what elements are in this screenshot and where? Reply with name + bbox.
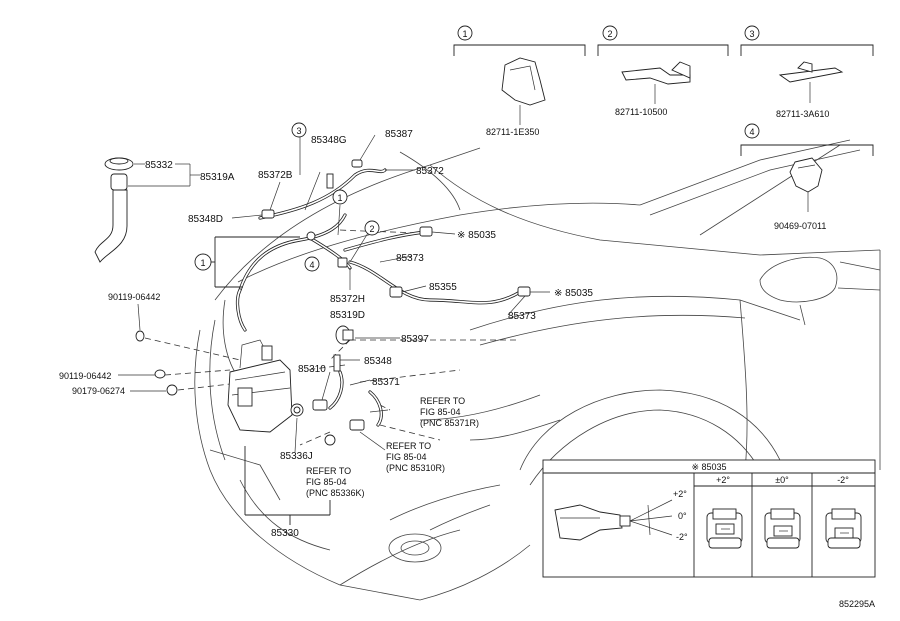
callout-number: 1: [462, 29, 467, 39]
callout-number: 3: [296, 126, 301, 136]
part-label-85373-bottom: 85373: [508, 311, 536, 322]
clip-part-number: 82711-1E350: [486, 127, 539, 137]
svg-text:REFER TO: REFER TO: [386, 441, 431, 451]
part-label-85372H: 85372H: [330, 294, 365, 305]
part-label-85371: 85371: [372, 377, 400, 388]
clip-panel-1: 1 82711-1E350: [453, 25, 586, 137]
part-label-90119-lower: 90119-06442: [59, 371, 111, 381]
svg-text:FIG 85-04: FIG 85-04: [306, 477, 347, 487]
part-label-85355: 85355: [429, 282, 457, 293]
clip-part-number: 82711-3A610: [776, 109, 829, 119]
callout-circle-1-hood: 1: [332, 189, 348, 205]
part-label-85348: 85348: [364, 356, 392, 367]
part-label-85319D: 85319D: [330, 310, 365, 321]
inset-col-minus: -2°: [837, 475, 849, 485]
part-label-85310: 85310: [298, 364, 326, 375]
callout-circle-1: 1: [194, 253, 212, 271]
washer-hoses: [235, 168, 522, 427]
svg-text:(PNC 85310R): (PNC 85310R): [386, 463, 445, 473]
nozzle-view-zero: [764, 508, 801, 549]
clip-part-number: 90469-07011: [774, 221, 826, 231]
nozzle-angle-inset: ※ 85035 +2° ±0° -2° +2° 0° -2°: [542, 459, 876, 578]
callout-number: 2: [607, 29, 612, 39]
svg-text:FIG 85-04: FIG 85-04: [386, 452, 427, 462]
part-label-90119-upper: 90119-06442: [108, 292, 160, 302]
svg-text:(PNC 85371R): (PNC 85371R): [420, 418, 479, 428]
part-label-85397: 85397: [401, 334, 429, 345]
part-label-85332: 85332: [145, 160, 173, 171]
washer-tank: [227, 339, 293, 433]
part-label-85336J: 85336J: [280, 451, 313, 462]
callout-number: 2: [369, 224, 374, 234]
callout-circle-2: 2: [364, 220, 380, 236]
part-label-85035-top: ※ 85035: [457, 230, 496, 241]
callout-circle-4: 4: [304, 256, 320, 272]
refer-note-85336K: REFER TO FIG 85-04 (PNC 85336K): [306, 466, 365, 498]
clip-panel-3: 3 82711-3A610: [740, 25, 874, 119]
svg-text:REFER TO: REFER TO: [306, 466, 351, 476]
angle-minus-label: -2°: [676, 532, 688, 542]
part-label-85372: 85372: [416, 166, 444, 177]
leader-lines: [203, 134, 550, 525]
part-labels: 85332 85319A 85348G 85387 85372B 85372 8…: [59, 129, 593, 539]
callout-number: 1: [337, 193, 342, 203]
figure-code: 852295A: [839, 599, 875, 609]
angle-zero-label: 0°: [678, 511, 687, 521]
svg-text:FIG 85-04: FIG 85-04: [420, 407, 461, 417]
clip-panel-4: 4 90469-07011: [740, 123, 874, 231]
hose-fittings: [261, 159, 531, 372]
svg-text:(PNC 85336K): (PNC 85336K): [306, 488, 365, 498]
callout-number: 4: [749, 127, 754, 137]
filler-neck-assembly: [94, 157, 200, 263]
nozzle-view-minus: [825, 508, 862, 549]
part-label-85330: 85330: [271, 528, 299, 539]
callout-number: 4: [309, 260, 314, 270]
refer-note-85310R: REFER TO FIG 85-04 (PNC 85310R): [386, 441, 445, 473]
clip-panel-2: 2 82711-10500: [597, 25, 729, 117]
inset-col-plus: +2°: [716, 475, 730, 485]
part-label-85372B: 85372B: [258, 170, 293, 181]
angle-plus-label: +2°: [673, 489, 687, 499]
part-label-85348G: 85348G: [311, 135, 347, 146]
part-label-85387: 85387: [385, 129, 413, 140]
callout-number: 3: [749, 29, 754, 39]
nozzle-view-plus: [706, 508, 743, 549]
part-label-90179: 90179-06274: [72, 386, 125, 396]
part-label-85319A: 85319A: [200, 172, 235, 183]
car-body-outline: [194, 139, 881, 601]
callout-circle-3: 3: [291, 122, 307, 138]
part-label-85373-top: 85373: [396, 253, 424, 264]
callout-number: 1: [200, 258, 205, 268]
pump-parts: [135, 330, 365, 446]
refer-note-85371R: REFER TO FIG 85-04 (PNC 85371R): [420, 396, 479, 428]
inset-title: ※ 85035: [691, 462, 726, 472]
part-label-85035-bottom: ※ 85035: [554, 288, 593, 299]
inset-col-zero: ±0°: [775, 475, 789, 485]
clip-part-number: 82711-10500: [615, 107, 667, 117]
svg-text:REFER TO: REFER TO: [420, 396, 465, 406]
part-label-85348D: 85348D: [188, 214, 223, 225]
